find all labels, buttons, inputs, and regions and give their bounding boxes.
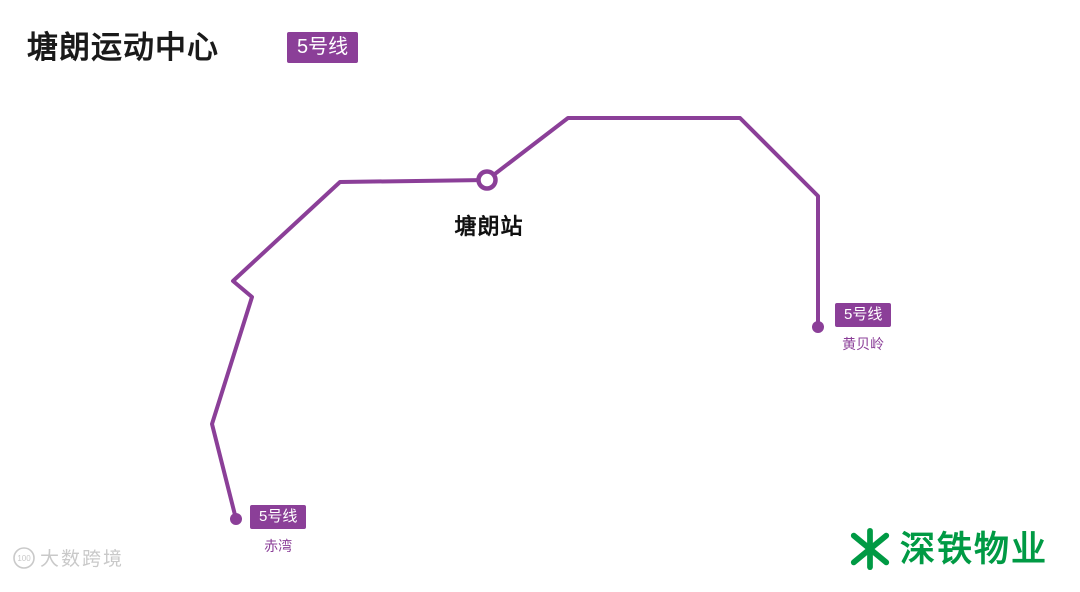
shenzhen-metro-logo-icon [850, 527, 890, 571]
svg-text:100: 100 [17, 554, 31, 563]
line-badge-header: 5号线 [287, 32, 359, 63]
station-marker-tanglang [476, 169, 498, 191]
line-badge-huangbeiling: 5号线 [835, 303, 892, 327]
brand-logo-block: 深铁物业 [848, 527, 1048, 571]
terminal-chiwan: 5号线 赤湾 [250, 505, 307, 556]
brand-name: 深铁物业 [900, 529, 1049, 569]
terminal-name-chiwan: 赤湾 [264, 538, 293, 554]
page-title: 塘朗运动中心 [27, 30, 219, 65]
terminal-huangbeiling: 5号线 黄贝岭 [835, 303, 892, 354]
terminal-dot-chiwan [230, 513, 242, 525]
station-label: 塘朗站 [454, 214, 524, 239]
watermark-logo-icon: 100 [13, 546, 35, 569]
watermark: 100 大数跨境 [12, 544, 124, 571]
metro-line-path [210, 116, 820, 521]
watermark-text: 大数跨境 [40, 549, 125, 570]
terminal-dot-huangbeiling [812, 321, 824, 333]
terminal-name-huangbeiling: 黄贝岭 [842, 336, 885, 352]
line-badge-chiwan: 5号线 [250, 505, 307, 529]
